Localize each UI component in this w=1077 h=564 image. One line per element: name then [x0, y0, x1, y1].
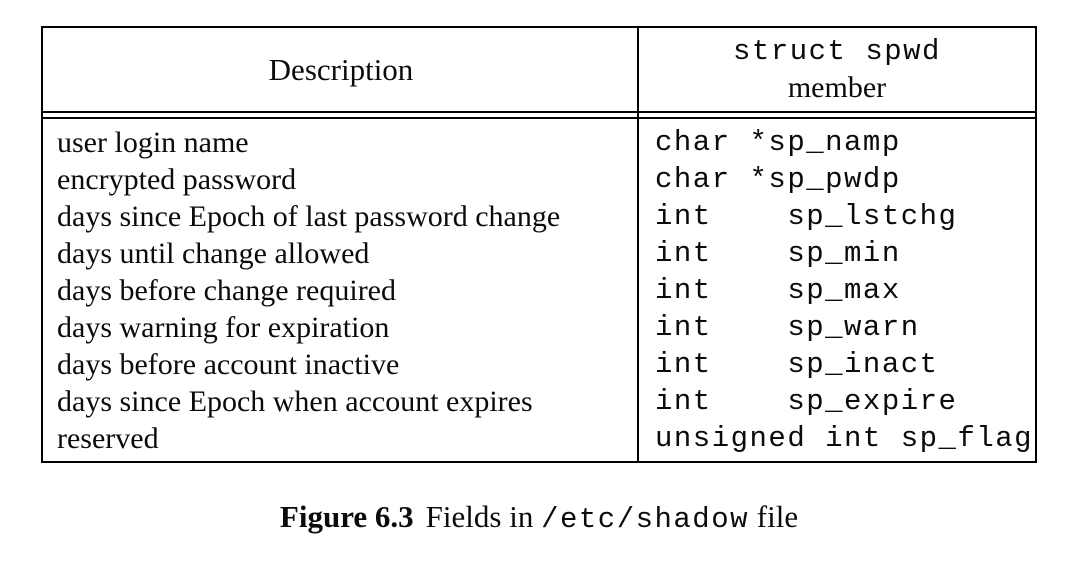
cell-description: days before account inactive	[57, 348, 400, 381]
cell-description: user login name	[57, 126, 249, 159]
caption-text-after: file	[756, 499, 799, 534]
cell-member: char *sp_pwdp	[655, 163, 901, 196]
cell-description: days until change allowed	[57, 237, 370, 270]
caption-file-path: /etc/shadow	[541, 503, 750, 536]
shadow-fields-table: Description struct spwd member user logi…	[41, 26, 1037, 463]
cell-member: char *sp_namp	[655, 126, 901, 159]
table-row: days until change allowed int sp_min	[43, 235, 1035, 272]
column-header-description: Description	[268, 51, 414, 87]
caption-figure-number: Figure 6.3	[279, 499, 414, 534]
table-row: days since Epoch when account expires in…	[43, 383, 1035, 420]
table-row: days before change required int sp_max	[43, 272, 1035, 309]
cell-description: encrypted password	[57, 163, 297, 196]
column-header-member-line2: member	[787, 70, 887, 104]
cell-description: days before change required	[57, 274, 396, 307]
table-row: reserved unsigned int sp_flag	[43, 420, 1035, 457]
cell-description: days warning for expiration	[57, 311, 390, 344]
figure-caption: Figure 6.3 Fields in /etc/shadow file	[41, 499, 1037, 536]
figure-6-3: Description struct spwd member user logi…	[41, 26, 1037, 536]
cell-member: int sp_warn	[655, 311, 920, 344]
table-row: days warning for expiration int sp_warn	[43, 309, 1035, 346]
column-header-member-line1: struct spwd	[733, 34, 941, 68]
cell-member: int sp_max	[655, 274, 901, 307]
cell-member: int sp_min	[655, 237, 901, 270]
column-divider-rule	[637, 28, 639, 461]
table-row: encrypted password char *sp_pwdp	[43, 161, 1035, 198]
cell-member: int sp_inact	[655, 348, 939, 381]
cell-member: unsigned int sp_flag	[655, 422, 1034, 455]
cell-description: days since Epoch when account expires	[57, 385, 533, 418]
caption-text-before: Fields in	[425, 499, 534, 534]
cell-description: reserved	[57, 422, 159, 455]
table-row: days before account inactive int sp_inac…	[43, 346, 1035, 383]
cell-member: int sp_expire	[655, 385, 958, 418]
cell-description: days since Epoch of last password change	[57, 200, 561, 233]
table-body: user login name char *sp_namp encrypted …	[43, 119, 1035, 457]
table-row: days since Epoch of last password change…	[43, 198, 1035, 235]
table-header-row: Description struct spwd member	[43, 28, 1035, 111]
cell-member: int sp_lstchg	[655, 200, 958, 233]
column-header-member: struct spwd member	[639, 34, 1035, 106]
table-row: user login name char *sp_namp	[43, 124, 1035, 161]
header-double-rule	[43, 111, 1035, 119]
